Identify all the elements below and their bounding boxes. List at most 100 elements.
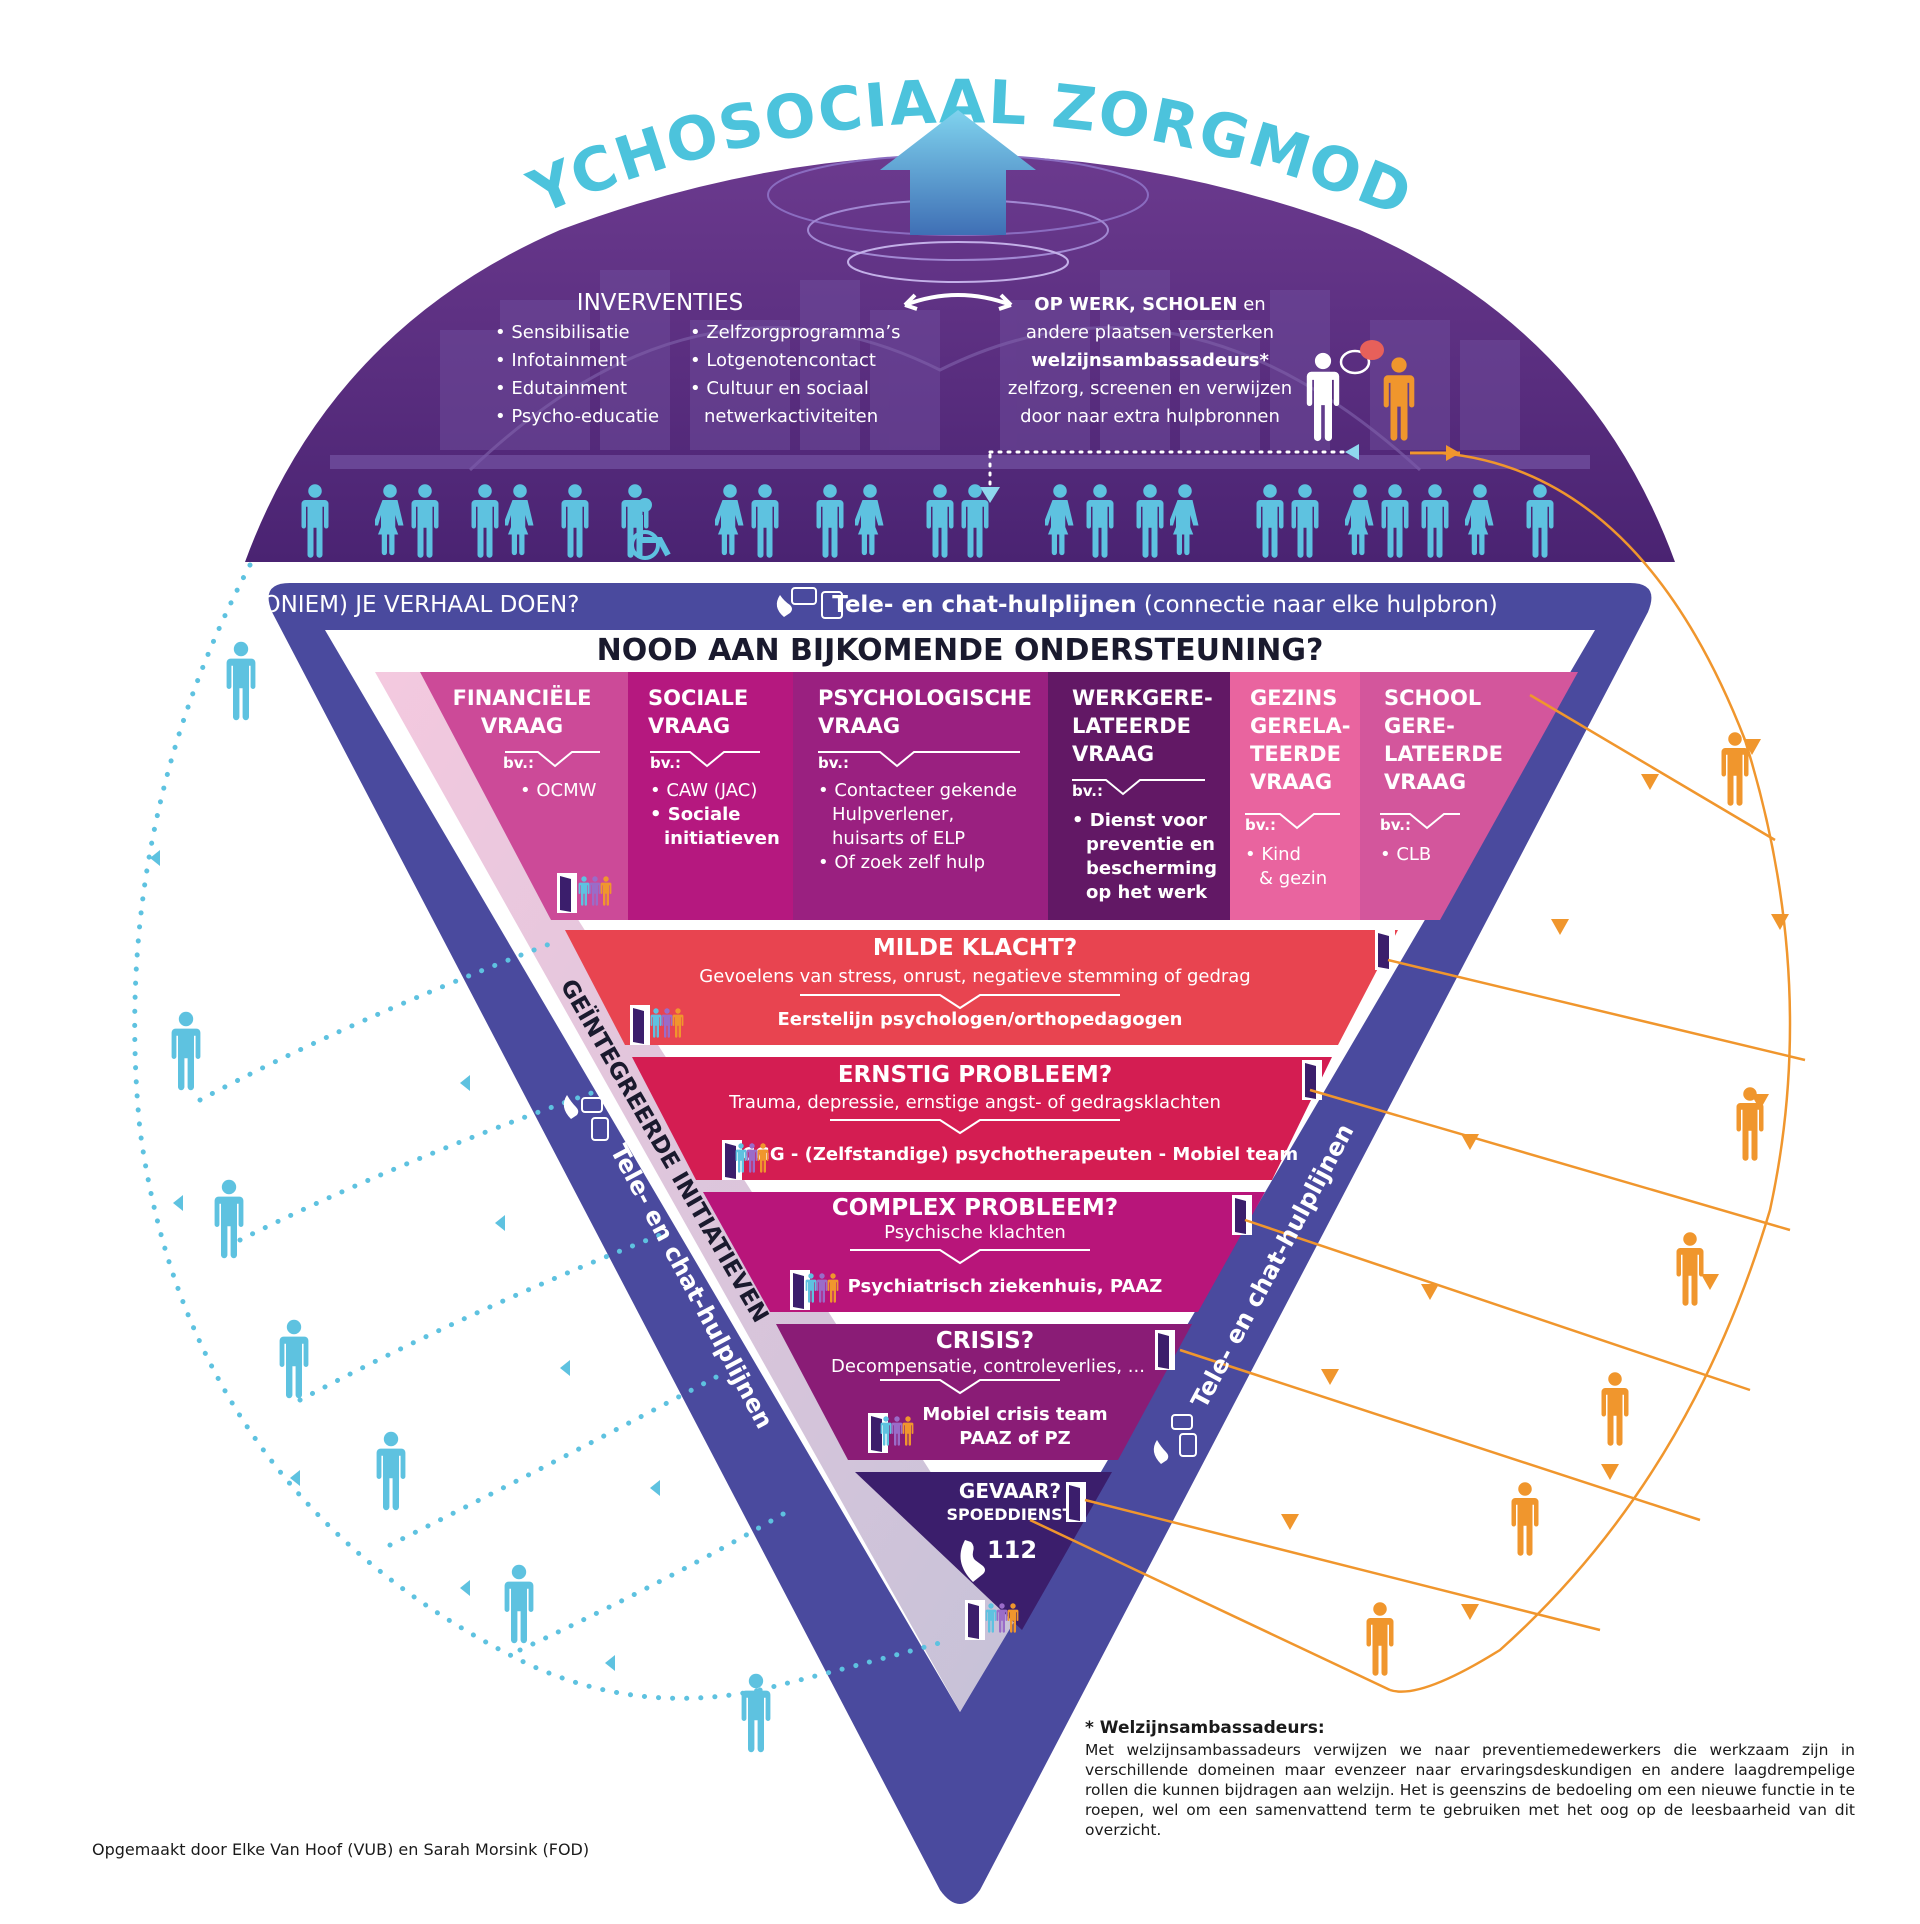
arrow-icon <box>173 1195 183 1211</box>
ambassador-person-icon <box>1721 732 1749 806</box>
arrow-icon <box>1281 1514 1299 1530</box>
workplace-line: door naar extra hulpbronnen <box>1020 406 1280 427</box>
wheelchair-icon <box>630 498 671 560</box>
community-dome <box>245 110 1675 562</box>
column-financial <box>420 672 628 920</box>
footnote: * Welzijnsambassadeurs: Met welzijnsamba… <box>1085 1718 1855 1840</box>
ambassador-label: welzijnsambassadeurs* <box>1031 350 1269 371</box>
fam-item: & gezin <box>1259 868 1327 889</box>
psy-item: huisarts of ELP <box>832 828 965 849</box>
anonymous-story-label: (ANONIEM) JE VERHAAL DOEN? <box>221 592 580 618</box>
danger-title: GEVAAR? <box>959 1479 1061 1503</box>
svg-text:Tele- en chat-hulplijnen (conn: Tele- en chat-hulplijnen (connectie naar… <box>832 592 1498 618</box>
ambassador-person-icon <box>1366 1602 1394 1676</box>
workplace-block: OP WERK, SCHOLEN en andere plaatsen vers… <box>1008 294 1292 427</box>
door-icon <box>557 873 577 913</box>
door-icon <box>630 1005 650 1045</box>
connection-line <box>132 562 763 1701</box>
door-icon <box>1302 1060 1322 1100</box>
school-title: GERE- <box>1384 714 1455 738</box>
soc-item: • Sociale <box>650 804 740 825</box>
connection-line <box>1387 958 1806 1062</box>
arrow-icon <box>460 1580 470 1596</box>
fam-title: VRAAG <box>1250 770 1332 794</box>
psy-title: VRAAG <box>818 714 900 738</box>
door-icon <box>965 1600 985 1640</box>
tier-danger <box>855 1472 1112 1630</box>
work-item: bescherming <box>1086 858 1217 879</box>
door-icon <box>1066 1482 1086 1522</box>
arrow-icon <box>1751 1094 1769 1110</box>
work-title: VRAAG <box>1072 742 1154 766</box>
column-social <box>628 672 793 920</box>
arrow-icon <box>1421 1284 1439 1300</box>
connection-line <box>757 1637 953 1693</box>
connection-line <box>1389 451 1792 1693</box>
intervention-item: • Zelfzorgprogramma’s <box>690 322 901 343</box>
connection-line <box>1179 1348 1701 1522</box>
bv-label: bv.: <box>503 754 534 772</box>
fam-title: TEERDE <box>1250 742 1341 766</box>
fam-title: GERELA- <box>1250 714 1350 738</box>
fin-title: FINANCIËLE <box>453 685 592 710</box>
arrow-icon <box>560 1360 570 1376</box>
helpline-connections <box>132 562 953 1701</box>
column-work <box>1048 672 1230 920</box>
emergency-number: 112 <box>987 1536 1037 1564</box>
door-icon <box>1232 1195 1252 1235</box>
connection-line <box>1309 1088 1791 1232</box>
bv-label: bv.: <box>818 754 849 772</box>
work-title: LATEERDE <box>1072 714 1191 738</box>
bv-label: bv.: <box>1072 782 1103 800</box>
support-heading: NOOD AAN BIJKOMENDE ONDERSTEUNING? <box>597 633 1324 668</box>
connection-line <box>1529 693 1776 842</box>
skyline-left <box>440 270 940 450</box>
phone-icon <box>960 1540 985 1582</box>
ambassador-person-icon <box>1676 1232 1704 1306</box>
soc-item: initiatieven <box>664 828 780 849</box>
fam-title: GEZINS <box>1250 686 1337 710</box>
arrow-icon <box>495 1215 505 1231</box>
arrow-icon <box>460 1075 470 1091</box>
chat-phone-icon <box>1153 1414 1197 1464</box>
arrow-icon <box>1641 774 1659 790</box>
person-icon <box>226 641 256 721</box>
column-school <box>1360 672 1578 920</box>
question-columns <box>420 672 1578 920</box>
population-people-row <box>301 484 1554 560</box>
svg-text:OP WERK, SCHOLEN en: OP WERK, SCHOLEN en <box>1034 294 1265 315</box>
soc-title: VRAAG <box>648 714 730 738</box>
bv-label: bv.: <box>1245 816 1276 834</box>
severity-tiers <box>565 930 1398 1630</box>
intervention-item: • Cultuur en sociaal <box>690 378 869 399</box>
arrow-icon <box>1701 1274 1719 1290</box>
school-item: • CLB <box>1380 844 1431 865</box>
tier-mild <box>565 930 1398 1045</box>
arrow-icon <box>1321 1369 1339 1385</box>
workplace-rest: en <box>1237 294 1265 315</box>
connection-line <box>1244 1218 1751 1392</box>
chat-phone-icon <box>563 1095 609 1141</box>
speech-bubbles-icon <box>1339 340 1384 375</box>
connection-line <box>297 1232 663 1403</box>
arrow-icon <box>1461 1604 1479 1620</box>
work-item: preventie en <box>1086 834 1215 855</box>
serious-title: ERNSTIG PROBLEEM? <box>838 1062 1112 1088</box>
intervention-item: netwerkactiviteiten <box>704 406 878 427</box>
ambassador-person-icon <box>1511 1482 1539 1556</box>
connection-line <box>1029 1518 1391 1692</box>
soc-title: SOCIALE <box>648 686 748 710</box>
column-family <box>1230 672 1360 920</box>
work-item: op het werk <box>1086 882 1208 903</box>
arrow-icon <box>605 1655 615 1671</box>
person-icon <box>504 1564 534 1644</box>
arrow-icon <box>650 1480 660 1496</box>
intervention-item: • Edutainment <box>495 378 627 399</box>
arrow-icon <box>1551 919 1569 935</box>
intervention-item: • Infotainment <box>495 350 627 371</box>
school-title: SCHOOL <box>1384 686 1481 710</box>
mild-help: Eerstelijn psychologen/orthopedagogen <box>777 1009 1182 1030</box>
crisis-help: PAAZ of PZ <box>959 1428 1070 1449</box>
psy-item: • Of zoek zelf hulp <box>818 852 985 873</box>
